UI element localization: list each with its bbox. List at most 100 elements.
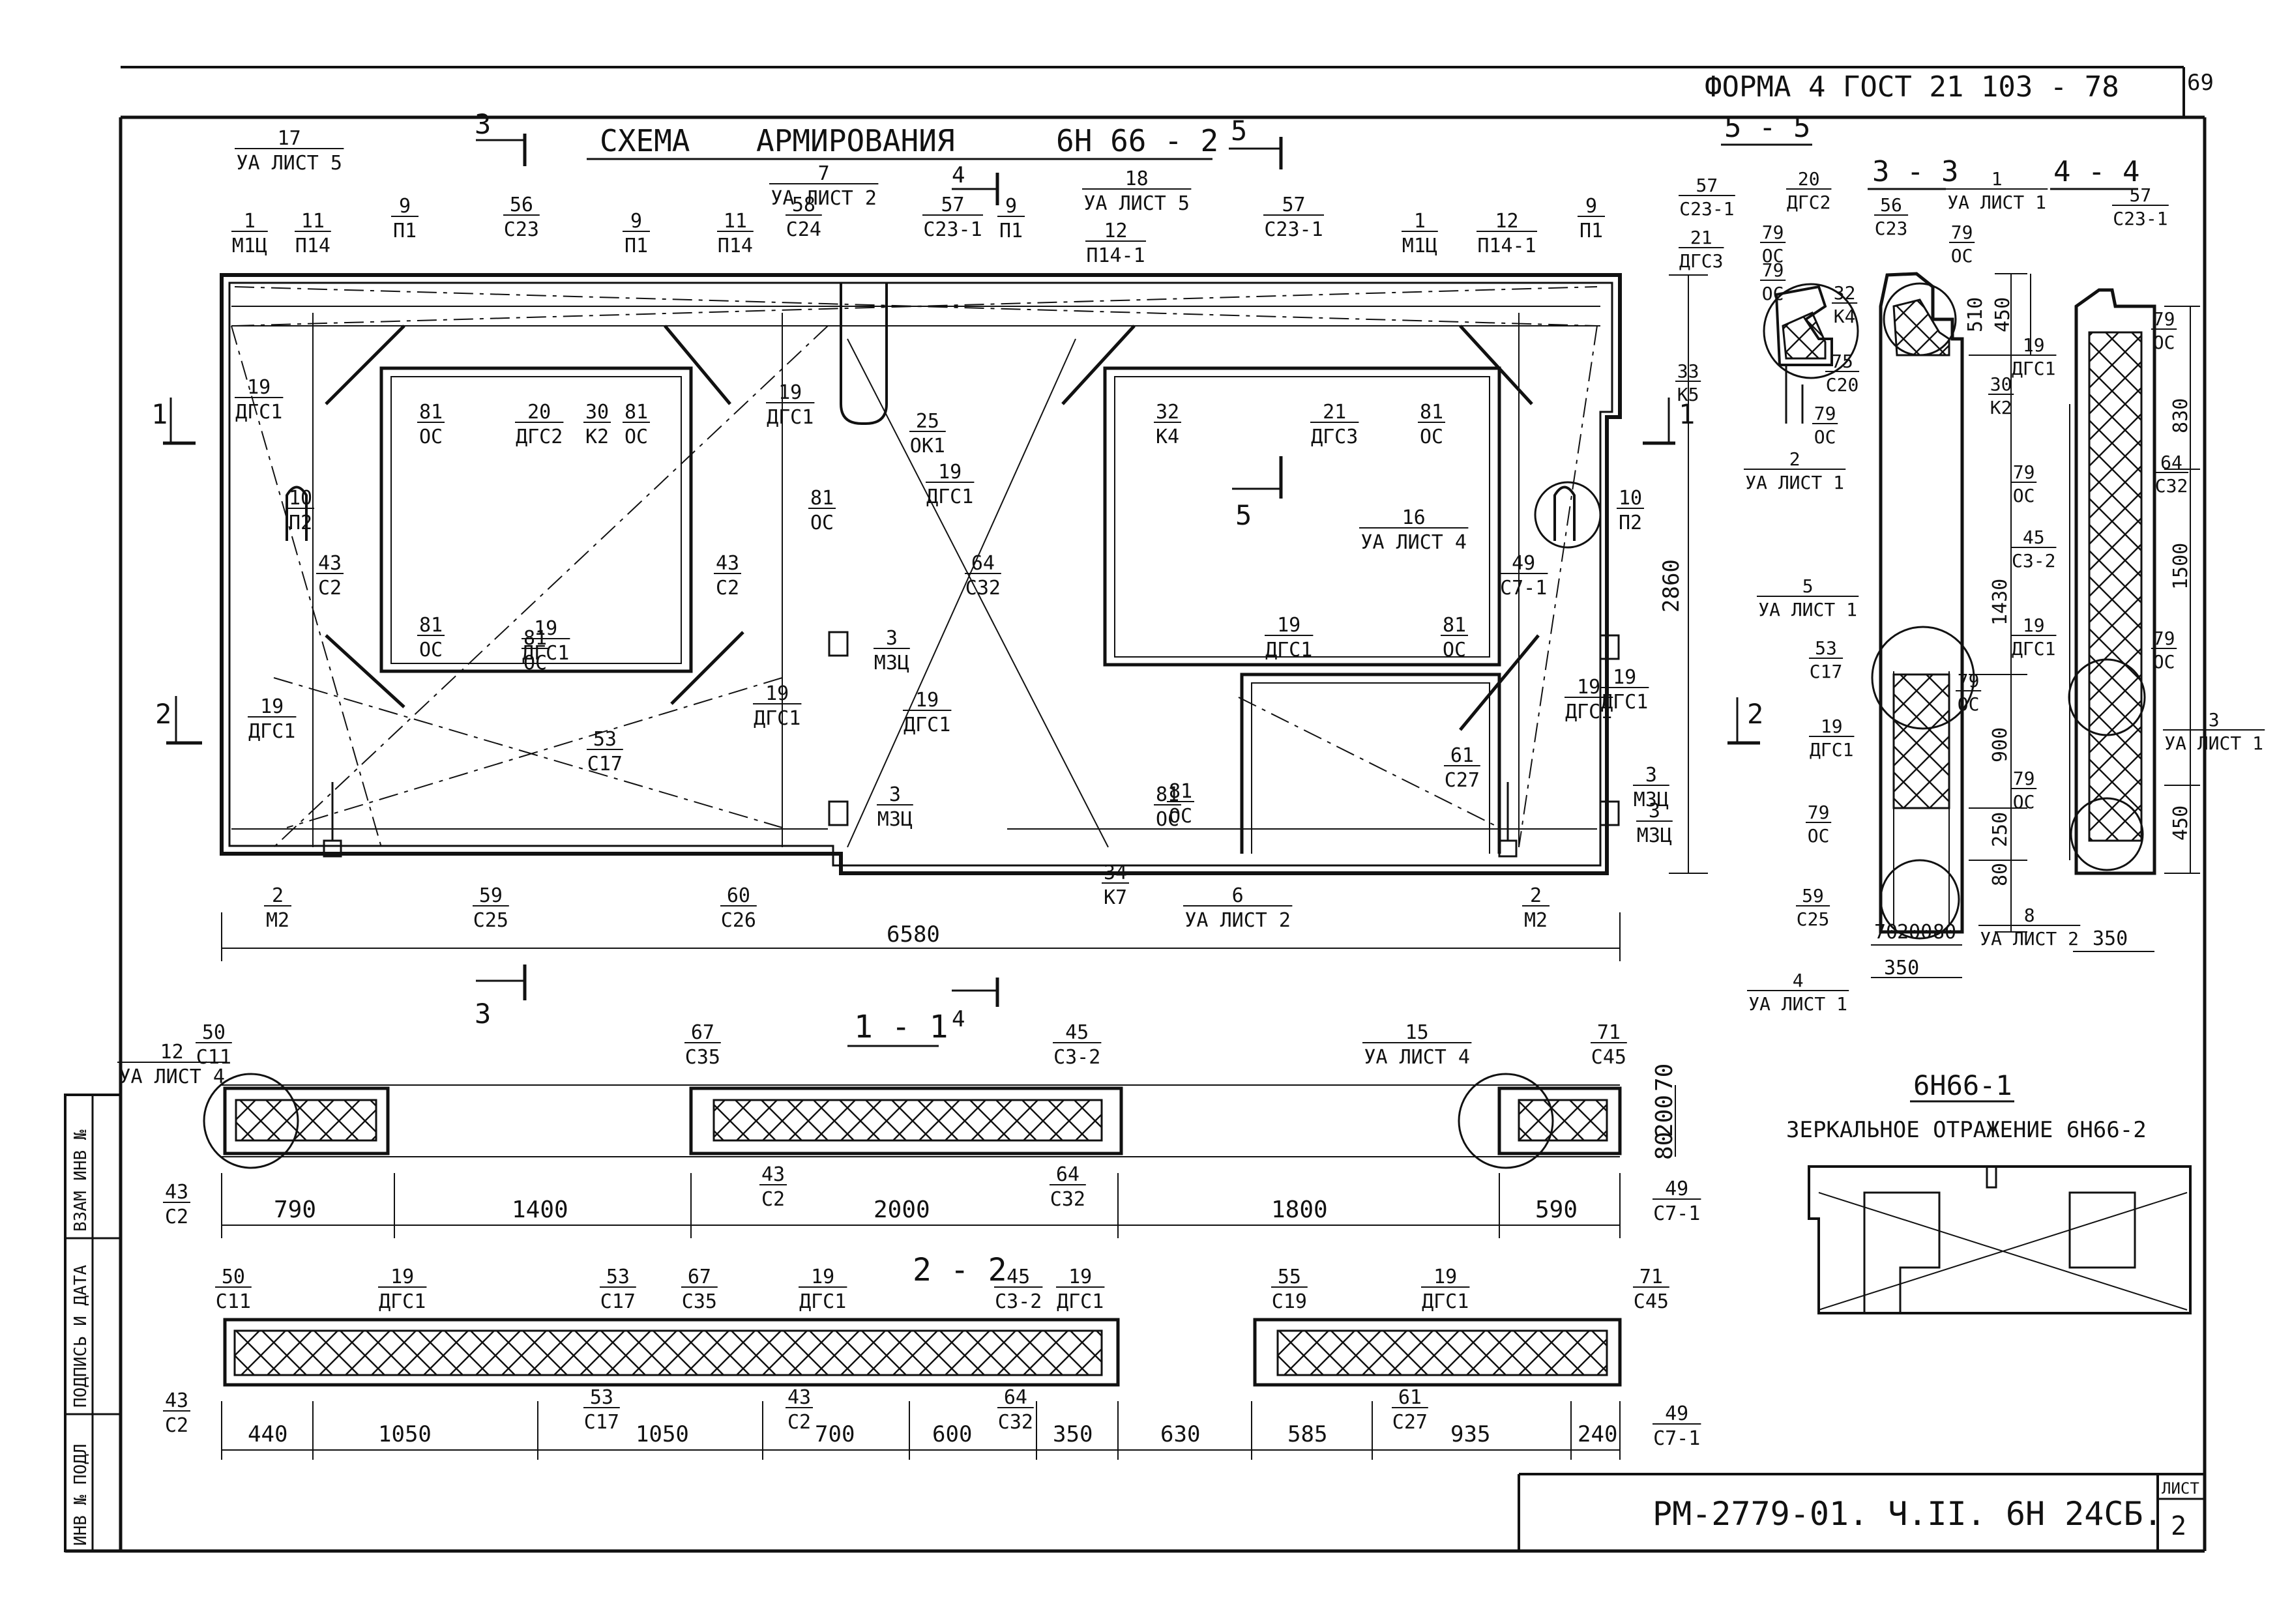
callout-mark: М3Ц xyxy=(1634,789,1669,811)
callout-mark: С23 xyxy=(504,218,539,241)
section22_dims-6: 630 xyxy=(1160,1421,1200,1447)
callout-number: 49 xyxy=(1665,1402,1688,1425)
callout-number: 45 xyxy=(1065,1021,1089,1044)
callout-number: 79 xyxy=(1958,670,1980,691)
svg-text:5: 5 xyxy=(1231,115,1247,147)
svg-text:4: 4 xyxy=(952,1006,965,1032)
section11_dims-3: 1800 xyxy=(1271,1196,1328,1223)
callout-mark: ДГС1 xyxy=(754,707,801,730)
section11_dims-6: 200 xyxy=(1651,1095,1678,1137)
section-3-3-dimensions xyxy=(1871,273,2031,978)
section44_labels-8: 3УА ЛИСТ 1 xyxy=(2163,709,2265,754)
plan_labels-10: 9П1 xyxy=(997,195,1025,242)
callout-mark: С23-1 xyxy=(1264,218,1323,241)
section-5-5: 5 - 5 xyxy=(1721,111,1859,424)
callout-mark: П1 xyxy=(1579,220,1603,242)
callout-mark: ДГС1 xyxy=(1810,739,1853,761)
callout-mark: П14-1 xyxy=(1477,235,1536,257)
plan_labels-5: 9П1 xyxy=(623,210,650,257)
callout-number: 43 xyxy=(787,1386,811,1409)
callout-mark: УА ЛИСТ 4 xyxy=(119,1066,225,1088)
stamp-signature-date: ПОДПИСЬ И ДАТА xyxy=(71,1265,91,1408)
callout-number: 19 xyxy=(778,381,802,404)
drawing-code: РМ-2779-01. Ч.II. 6Н 24СБ. xyxy=(1653,1495,2163,1533)
callout-mark: ОК1 xyxy=(910,435,945,457)
callout-mark: ДГС1 xyxy=(904,714,950,736)
callout-number: 9 xyxy=(1005,195,1017,218)
section-title-1-1: 1 - 1 xyxy=(854,1009,948,1045)
callout-mark: П14 xyxy=(718,235,753,257)
callout-mark: ДГС1 xyxy=(767,406,814,429)
callout-number: 2 xyxy=(1789,448,1800,470)
callout-number: 43 xyxy=(165,1181,188,1204)
callout-mark: ДГС1 xyxy=(2012,638,2055,660)
callout-mark: УА ЛИСТ 5 xyxy=(1083,192,1190,215)
callout-number: 67 xyxy=(688,1266,711,1288)
callout-mark: ДГС1 xyxy=(1601,691,1648,714)
cut-mark-3-bottom: 3 xyxy=(475,964,527,1030)
section11_dims-7: 80 xyxy=(1651,1132,1678,1160)
section33_dims-6: 70 xyxy=(1874,921,1898,944)
callout-number: 71 xyxy=(1597,1021,1621,1044)
callout-number: 43 xyxy=(761,1163,785,1186)
cut-mark-4-top: 4 xyxy=(952,162,999,205)
callout-number: 5 xyxy=(1802,575,1814,597)
callout-number: 12 xyxy=(1104,220,1127,242)
callout-mark: ОС xyxy=(2013,791,2035,813)
svg-text:4: 4 xyxy=(952,162,965,188)
callout-mark: ОС xyxy=(1762,283,1784,304)
cut-mark-1-right: 1 xyxy=(1643,398,1695,445)
svg-text:3: 3 xyxy=(475,998,491,1030)
callout-mark: П1 xyxy=(393,220,417,242)
callout-mark: С7-1 xyxy=(1500,577,1547,600)
callout-mark: ДГС1 xyxy=(379,1290,426,1313)
callout-number: 2 xyxy=(1530,884,1542,907)
section33_dims-4: 250 xyxy=(1989,812,2012,847)
section11_dims-2: 2000 xyxy=(874,1196,930,1223)
callout-number: 53 xyxy=(1815,637,1837,659)
callout-mark: ДГС1 xyxy=(2012,358,2055,379)
callout-mark: К5 xyxy=(1677,384,1699,405)
callout-mark: М1Ц xyxy=(232,235,267,257)
callout-mark: С2 xyxy=(318,577,342,600)
callout-number: 25 xyxy=(916,410,939,433)
callout-mark: ОС xyxy=(1169,805,1192,828)
callout-mark: ДГС1 xyxy=(1565,701,1612,723)
callout-mark: ДГС1 xyxy=(248,720,295,743)
callout-number: 57 xyxy=(1696,175,1718,196)
callout-number: 61 xyxy=(1450,744,1474,767)
cut-mark-2-right: 2 xyxy=(1727,697,1763,745)
section22_dims-1: 1050 xyxy=(378,1421,432,1447)
section-title-2-2: 2 - 2 xyxy=(913,1252,1007,1288)
callout-mark: ОС xyxy=(1443,639,1466,661)
callout-number: 19 xyxy=(1068,1266,1092,1288)
